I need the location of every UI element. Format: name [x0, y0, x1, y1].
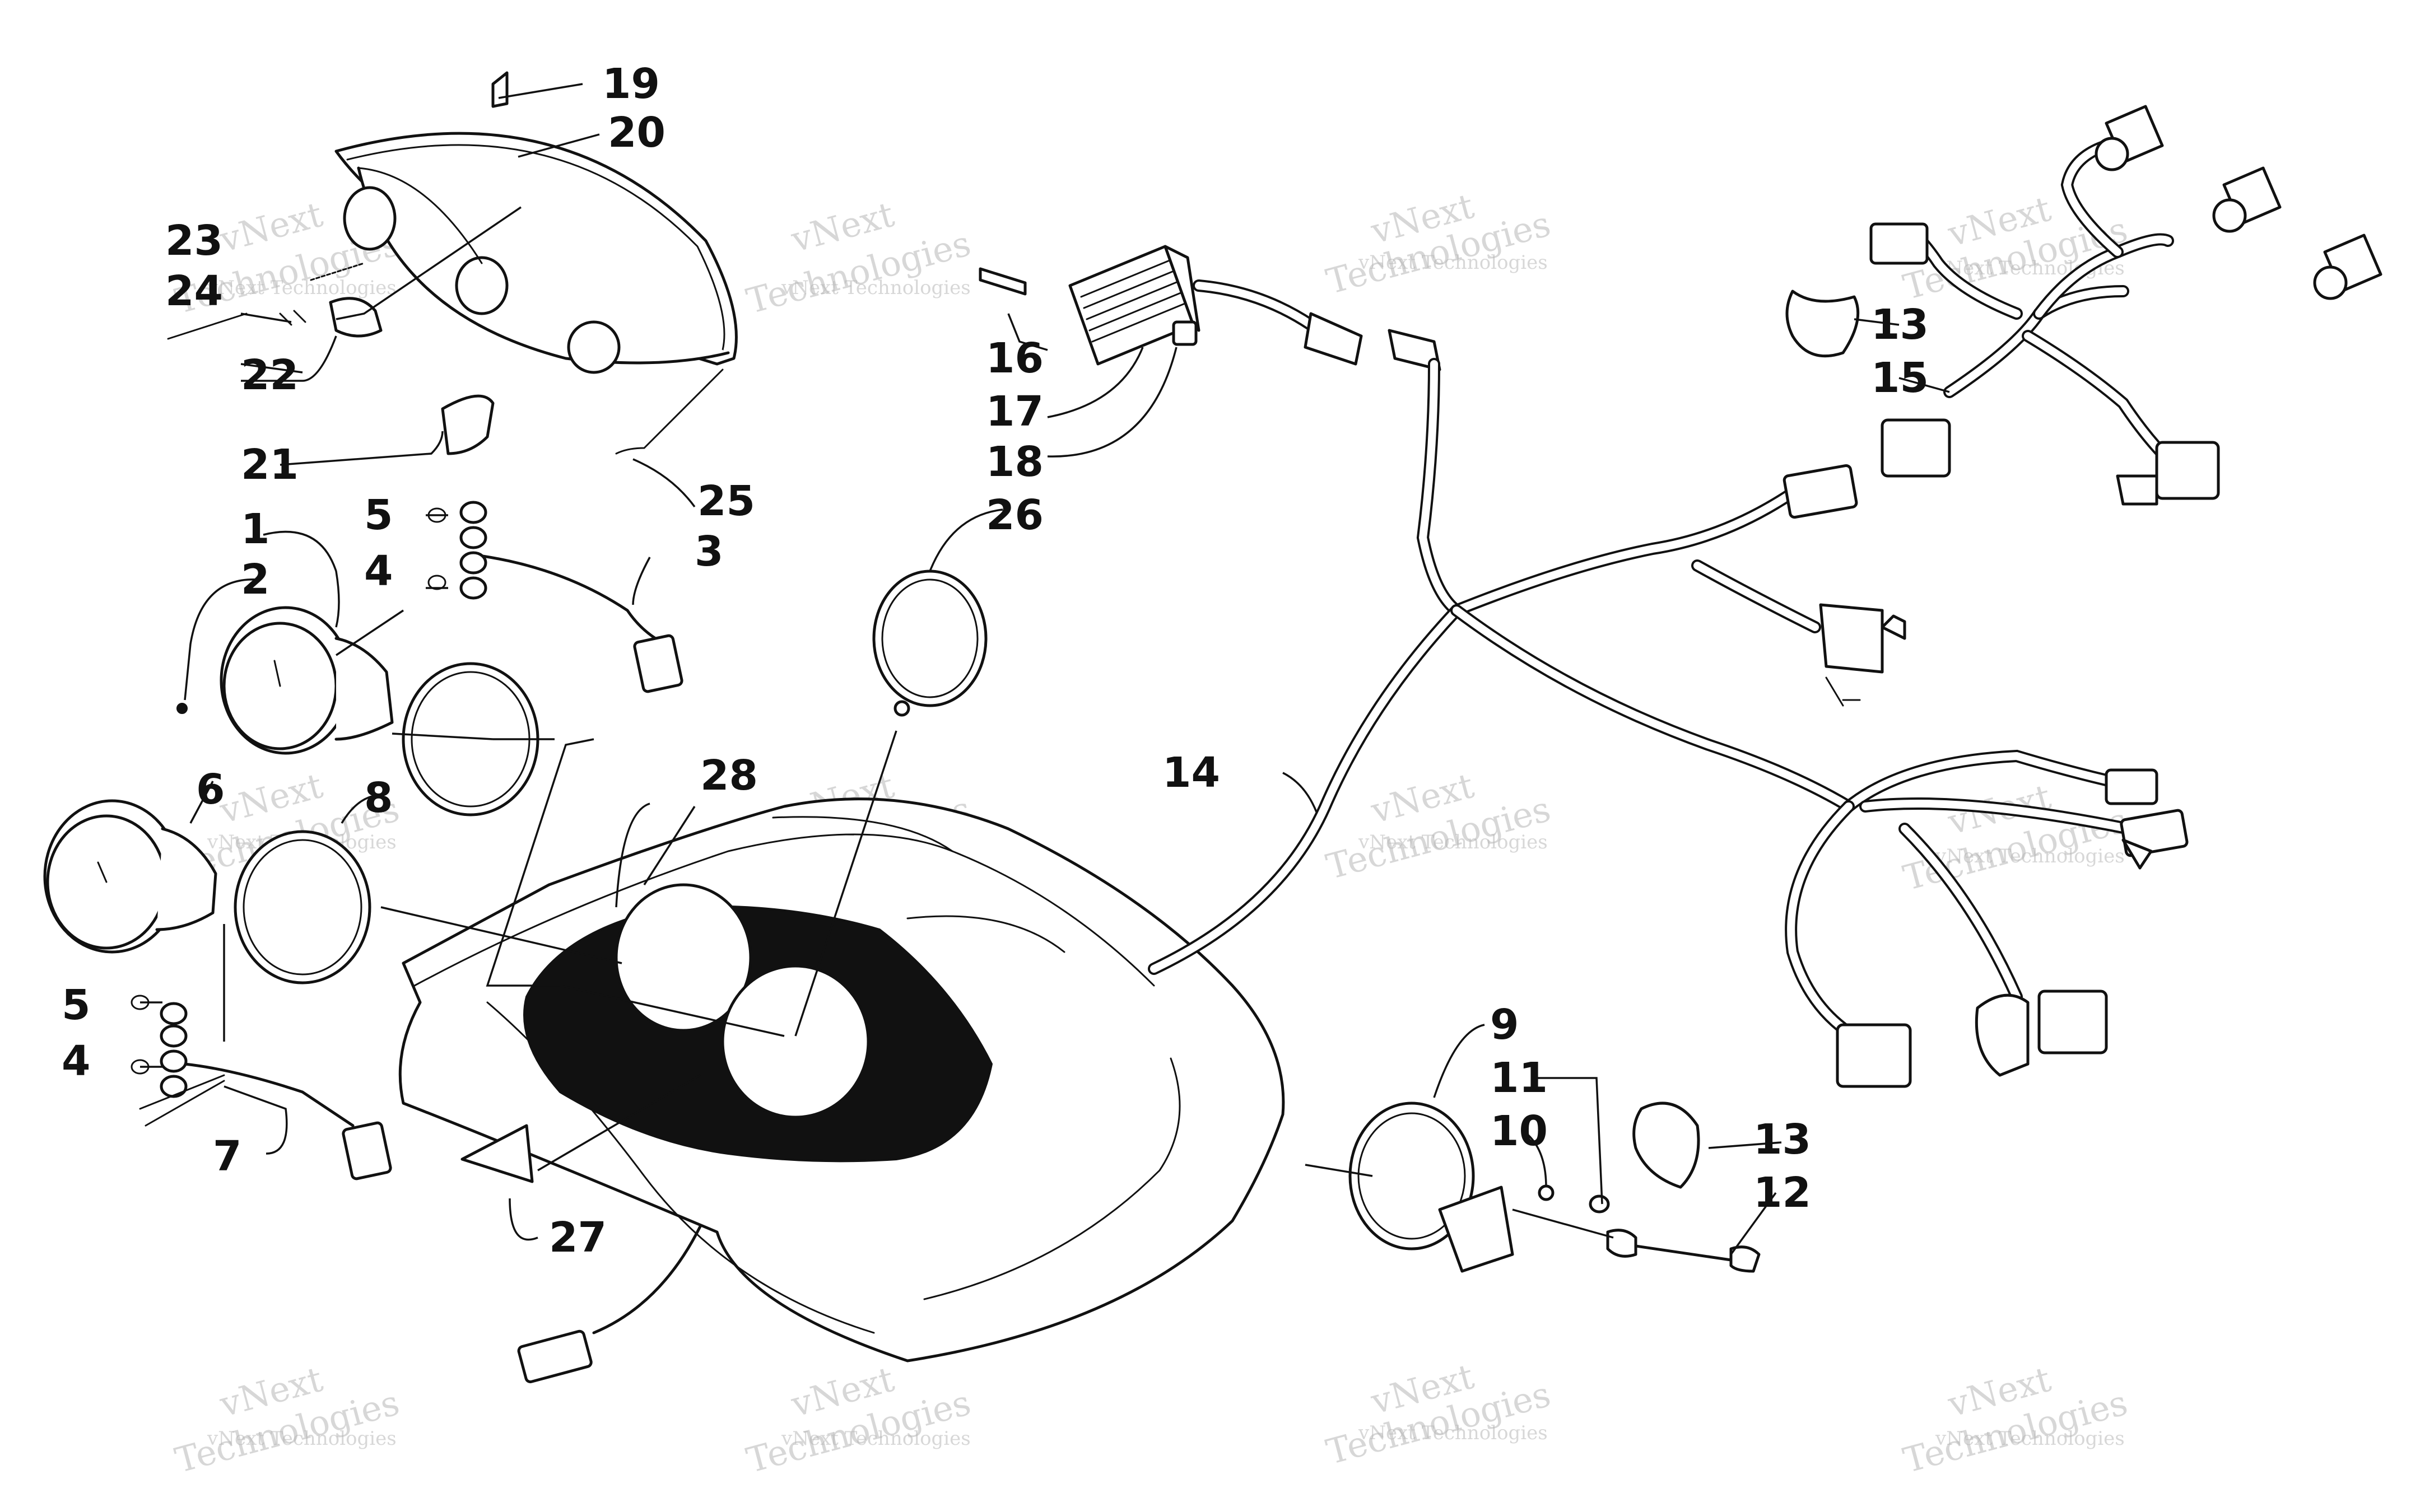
connector-part	[2155, 441, 2220, 500]
callout-17: 17	[986, 388, 1044, 436]
callout-22: 22	[241, 351, 299, 399]
callout-19: 19	[602, 60, 660, 108]
bezel-ring	[872, 570, 988, 717]
watermark: vNext Technologies vNext Technologies	[171, 1359, 403, 1481]
watermark: vNext Technologies vNext Technologies	[1322, 765, 1555, 888]
connector-part	[1869, 222, 1929, 265]
callout-5-top: 5	[364, 491, 393, 539]
retaining-ring-upper	[1785, 290, 1860, 358]
watermark: vNext Technologies vNext Technologies	[1322, 1356, 1555, 1473]
callout-18: 18	[986, 438, 1044, 486]
svg-text:vNext Technologies: vNext Technologies	[1358, 831, 1548, 853]
callout-23: 23	[165, 217, 223, 265]
washer-part	[1538, 1184, 1555, 1201]
callout-13-top: 13	[1871, 301, 1929, 349]
svg-text:vNext Technologies: vNext Technologies	[207, 1427, 397, 1450]
callout-2: 2	[241, 556, 270, 604]
callout-27: 27	[549, 1214, 607, 1262]
nut-part	[1589, 1194, 1610, 1214]
connector-part	[1836, 1023, 1912, 1088]
svg-text:vNext Technologies: vNext Technologies	[1358, 1422, 1548, 1444]
callout-13-bottom: 13	[1753, 1116, 1811, 1164]
dash-hood	[398, 797, 1285, 1362]
decal-part	[460, 1124, 534, 1183]
callout-1: 1	[241, 505, 270, 553]
svg-text:vNext Technologies: vNext Technologies	[1935, 845, 2125, 867]
svg-text:vNext Technologies: vNext Technologies	[1935, 1427, 2125, 1450]
adjust-screw-part	[167, 312, 248, 340]
callout-3: 3	[695, 528, 724, 576]
watermark: vNext Technologies vNext Technologies	[742, 1359, 975, 1481]
callout-21: 21	[241, 441, 299, 489]
svg-text:vNext Technologies: vNext Technologies	[1358, 251, 1548, 274]
speedometer-gauge	[43, 799, 217, 954]
connector-part	[1881, 418, 1951, 478]
callout-7: 7	[213, 1132, 242, 1180]
voltage-regulator	[979, 245, 1363, 366]
callout-4-bottom: 4	[62, 1037, 91, 1085]
callout-15: 15	[1871, 354, 1929, 402]
bolt-part	[979, 267, 1027, 296]
callout-8: 8	[364, 774, 393, 822]
watermarks: vNext Technologies vNext Technologies vN…	[171, 185, 2132, 1481]
callout-9: 9	[1490, 1001, 1519, 1049]
watermark: vNext Technologies vNext Technologies	[1899, 776, 2132, 899]
callout-14: 14	[1162, 749, 1220, 797]
headlight-assembly	[167, 71, 738, 455]
watermark: vNext Technologies vNext Technologies	[1322, 185, 1555, 302]
callout-16: 16	[986, 334, 1044, 382]
callout-5-bottom: 5	[62, 981, 91, 1029]
gauge-harness-top	[427, 501, 683, 693]
callout-labels: 19 20 23 24 22 21 25 5 4 1 2 3 6 8 5 4 7…	[62, 60, 1929, 1262]
retaining-ring-lower	[1632, 1102, 1700, 1189]
watermark: vNext Technologies vNext Technologies	[742, 194, 975, 322]
callout-6: 6	[196, 766, 225, 814]
callout-26: 26	[986, 491, 1044, 539]
svg-text:vNext Technologies: vNext Technologies	[781, 1427, 971, 1450]
temp-gauge	[1348, 1102, 1761, 1273]
elbow-boot-part	[441, 394, 495, 455]
callout-20: 20	[608, 109, 666, 157]
connector-part	[2105, 768, 2158, 805]
connector-part	[2037, 990, 2108, 1054]
bulb-socket-part	[329, 297, 383, 338]
callout-11: 11	[1490, 1054, 1548, 1102]
svg-text:vNext Technologies: vNext Technologies	[781, 277, 971, 299]
callout-10: 10	[1490, 1107, 1548, 1155]
leader-lines	[140, 83, 1950, 1256]
adjust-spring-part	[310, 262, 365, 281]
callout-24: 24	[165, 267, 223, 315]
sub-harness	[1869, 105, 2382, 506]
callout-28: 28	[700, 752, 758, 800]
callout-25: 25	[697, 477, 755, 525]
watermark: vNext Technologies vNext Technologies	[1899, 1359, 2132, 1481]
callout-12: 12	[1753, 1169, 1811, 1217]
clip-part	[491, 71, 509, 108]
callout-4-top: 4	[364, 547, 393, 595]
gauge-harness-bottom	[131, 995, 392, 1180]
main-harness	[1148, 329, 2189, 1088]
bulb-part	[176, 703, 188, 714]
nut-part	[1172, 320, 1198, 346]
tachometer-gauge	[176, 606, 394, 755]
hood-harness	[517, 1225, 702, 1384]
svg-text:vNext Technologies: vNext Technologies	[207, 277, 397, 299]
sender-part	[1606, 1229, 1637, 1258]
